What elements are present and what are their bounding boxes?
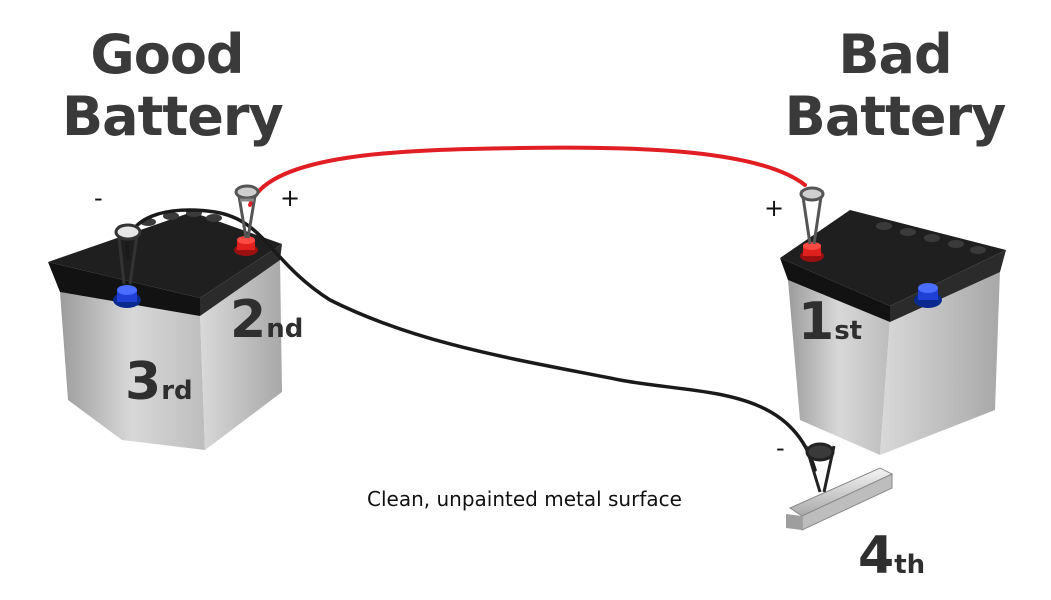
bad-battery-positive-sign: +: [764, 194, 785, 222]
step-third: 3rd: [125, 356, 193, 408]
step-second-number: 2: [230, 290, 266, 350]
good-battery-title-line1: Good: [90, 23, 244, 86]
bad-battery-title-line1: Bad: [838, 23, 952, 86]
bad-battery-lid: [780, 210, 1006, 306]
step-third-suffix: rd: [161, 376, 193, 406]
bad-battery-lid-rim: [780, 258, 890, 322]
good-battery: [48, 209, 282, 450]
positive-jumper-cable: [248, 145, 807, 207]
ground-negative-sign: -: [776, 434, 785, 462]
step-first-suffix: st: [834, 316, 863, 346]
negative-jumper-cable: [125, 208, 817, 472]
bad-battery-positive-terminal: [800, 242, 824, 262]
step-second: 2nd: [230, 294, 303, 346]
bad-battery: [780, 210, 1006, 455]
bad-battery-negative-terminal: [914, 283, 942, 308]
bad-battery-cell-caps: [876, 222, 986, 254]
good-battery-negative-sign: -: [94, 184, 103, 212]
ground-negative-clamp: [804, 442, 836, 493]
ground-surface-label: Clean, unpainted metal surface: [367, 487, 682, 511]
step-first-number: 1: [798, 292, 834, 352]
bad-battery-title-line2: Battery: [784, 85, 1007, 148]
good-battery-positive-sign: +: [280, 184, 301, 212]
good-battery-negative-clamp: [114, 223, 142, 285]
good-battery-negative-terminal: [113, 285, 141, 308]
good-battery-title-line2: Battery: [62, 85, 284, 148]
good-battery-lid: [48, 212, 282, 298]
good-battery-positive-terminal: [234, 236, 258, 256]
step-fourth-suffix: th: [894, 550, 926, 580]
good-battery-body-front: [60, 292, 205, 450]
bad-battery-positive-clamp: [799, 186, 825, 245]
bad-battery-body-front: [788, 280, 890, 455]
step-first: 1st: [798, 296, 862, 348]
step-third-number: 3: [125, 352, 161, 412]
bad-battery-title: Bad Battery: [782, 28, 1008, 144]
metal-ground-surface: [786, 467, 894, 531]
step-fourth: 4th: [858, 530, 925, 582]
step-fourth-number: 4: [858, 526, 894, 586]
good-battery-title: Good Battery: [62, 23, 284, 148]
good-battery-body-side: [200, 258, 282, 450]
good-battery-positive-clamp: [234, 184, 260, 239]
step-second-suffix: nd: [266, 314, 304, 344]
bad-battery-body-side: [880, 270, 1000, 455]
